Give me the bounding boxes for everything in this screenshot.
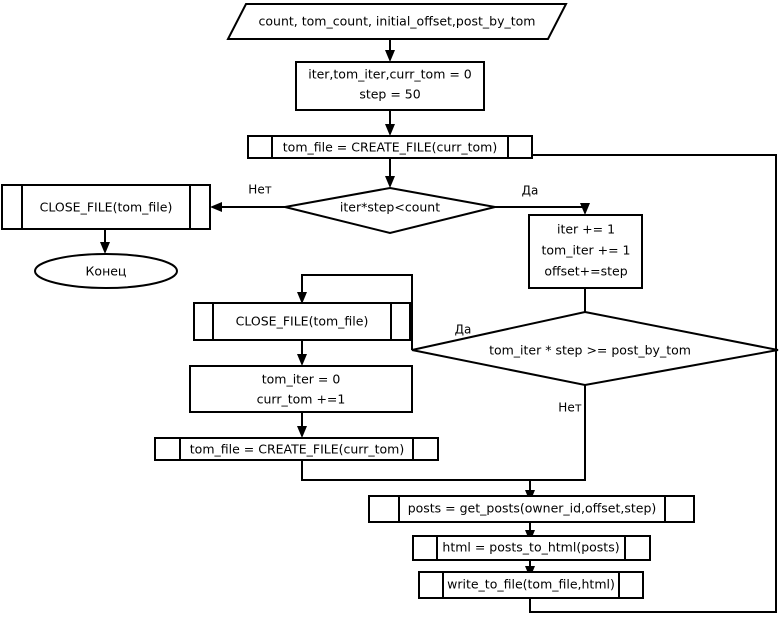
node-get-posts-label: posts = get_posts(owner_id,offset,step) — [408, 501, 657, 516]
node-increment-label-1: iter += 1 — [557, 222, 615, 237]
node-increment-label-2: tom_iter += 1 — [541, 243, 630, 258]
connectors — [100, 39, 777, 613]
node-write-to-file: write_to_file(tom_file,html) — [418, 571, 644, 599]
predefined-process-shape — [154, 437, 439, 461]
edge-rollover-no-to-getposts — [530, 385, 586, 481]
arrowhead-decision-yes-to-increment — [580, 203, 590, 215]
node-posts-to-html-label: html = posts_to_html(posts) — [442, 540, 619, 555]
arrowhead-reset-to-createfilemid — [297, 426, 307, 438]
diamond-shape — [411, 310, 779, 387]
arrowhead-decision-no-to-closefile — [210, 202, 222, 212]
node-reset-counters: tom_iter = 0 curr_tom +=1 — [189, 365, 413, 413]
node-input-params-label: count, tom_count, initial_offset,post_by… — [259, 14, 536, 29]
node-posts-to-html: html = posts_to_html(posts) — [412, 535, 651, 561]
edge-label-rollover-no: Нет — [558, 401, 581, 415]
node-init-vars-label-2: step = 50 — [359, 87, 420, 102]
edge-createfilemid-to-getposts — [301, 460, 531, 494]
predefined-process-shape — [418, 571, 644, 599]
arrowhead-rollover-yes-to-closefilemid — [297, 292, 307, 304]
node-init-vars-label-1: iter,tom_iter,curr_tom = 0 — [308, 67, 472, 82]
diamond-shape — [284, 186, 496, 235]
predefined-process-shape — [412, 535, 651, 561]
edge-label-rollover-yes: Да — [455, 323, 472, 337]
edge-label-loop-yes: Да — [522, 184, 539, 198]
node-decision-rollover: tom_iter * step >= post_by_tom — [411, 310, 779, 387]
predefined-process-shape — [193, 302, 411, 341]
process-shape — [189, 365, 413, 413]
node-reset-label-2: curr_tom +=1 — [257, 392, 346, 407]
node-create-file-mid: tom_file = CREATE_FILE(curr_tom) — [154, 437, 439, 461]
node-close-file-end-label: CLOSE_FILE(tom_file) — [40, 200, 173, 215]
arrowhead-closefilemid-to-reset — [297, 354, 307, 366]
node-get-posts: posts = get_posts(owner_id,offset,step) — [368, 495, 695, 523]
node-write-to-file-label: write_to_file(tom_file,html) — [447, 577, 615, 592]
node-close-file-mid: CLOSE_FILE(tom_file) — [193, 302, 411, 341]
edge-label-loop-no: Нет — [248, 183, 271, 197]
arrowhead-init-to-createfile — [385, 124, 395, 136]
node-decision-loop-label: iter*step<count — [340, 200, 440, 215]
node-reset-label-1: tom_iter = 0 — [262, 372, 341, 387]
ellipse-shape — [34, 253, 178, 289]
process-shape — [295, 61, 485, 111]
node-decision-rollover-label: tom_iter * step >= post_by_tom — [489, 343, 691, 358]
node-increment-label-3: offset+=step — [544, 264, 627, 279]
node-increment: iter += 1 tom_iter += 1 offset+=step — [528, 214, 643, 289]
node-create-file-top: tom_file = CREATE_FILE(curr_tom) — [247, 135, 533, 159]
node-end-terminator: Конец — [34, 253, 178, 289]
arrowhead-closefile-to-end — [100, 242, 110, 254]
parallelogram-shape — [226, 3, 568, 40]
predefined-process-shape — [368, 495, 695, 523]
predefined-process-shape — [247, 135, 533, 159]
arrowhead-input-to-init — [385, 50, 395, 62]
node-close-file-end: CLOSE_FILE(tom_file) — [1, 184, 211, 230]
node-decision-loop: iter*step<count — [284, 186, 496, 235]
node-create-file-mid-label: tom_file = CREATE_FILE(curr_tom) — [190, 442, 404, 457]
predefined-process-shape — [1, 184, 211, 230]
node-end-terminator-label: Конец — [86, 264, 127, 279]
edge-rollover-yes-to-closefilemid — [301, 274, 413, 350]
node-create-file-top-label: tom_file = CREATE_FILE(curr_tom) — [283, 140, 497, 155]
node-close-file-mid-label: CLOSE_FILE(tom_file) — [236, 314, 369, 329]
process-shape — [528, 214, 643, 289]
node-init-vars: iter,tom_iter,curr_tom = 0 step = 50 — [295, 61, 485, 111]
arrowhead-createfile-to-decision — [385, 176, 395, 188]
node-input-params: count, tom_count, initial_offset,post_by… — [226, 3, 568, 40]
edge-writefile-loopback — [390, 154, 777, 613]
